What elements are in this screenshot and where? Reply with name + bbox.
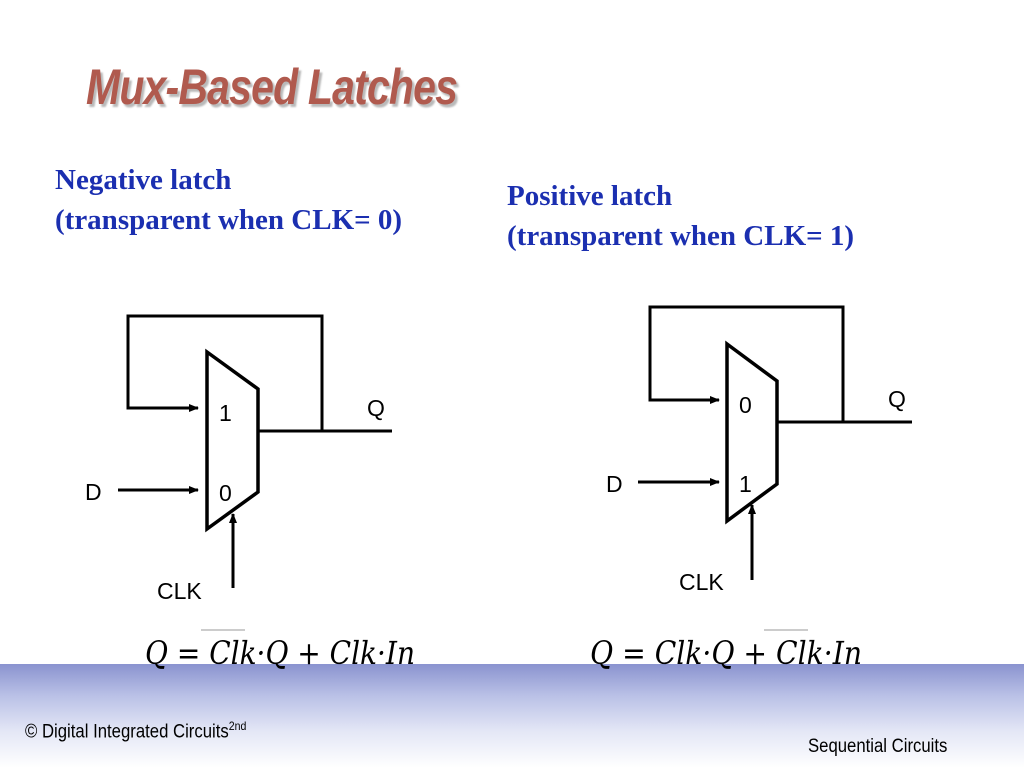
negative-feedback-wire: [126, 314, 324, 431]
negative-d-label: D: [85, 479, 102, 505]
footer-band: [0, 664, 1024, 768]
positive-d-label: D: [606, 471, 623, 497]
positive-latch-caption-line2: (transparent when CLK= 1): [507, 220, 855, 252]
positive-mux-input-bottom-label: 1: [739, 471, 752, 497]
negative-mux-input-top-label: 1: [219, 400, 232, 426]
negative-mux: [205, 348, 260, 533]
negative-mux-input-bottom-label: 0: [219, 480, 232, 506]
positive-latch-equation: Q = Clk·Q + Clk·In: [590, 634, 862, 672]
positive-latch-circuit: 0 1 D Q CLK Q = Clk·Q + Clk·In: [590, 305, 912, 672]
negative-latch-equation: Q = Clk·Q + Clk·In: [145, 634, 415, 672]
negative-latch-caption-line1: Negative latch: [55, 164, 232, 196]
positive-feedback-wire: [648, 305, 845, 422]
footer-edition-superscript: 2nd: [228, 719, 247, 733]
positive-latch-caption: Positive latch (transparent when CLK= 1): [507, 176, 854, 256]
footer-chapter-title: Sequential Circuits: [808, 736, 948, 757]
slide-title: Mux-Based Latches: [86, 59, 458, 115]
positive-q-label: Q: [888, 386, 906, 412]
positive-mux: [725, 340, 779, 525]
positive-clk-label: CLK: [679, 569, 724, 595]
negative-latch-caption: Negative latch (transparent when CLK= 0): [55, 160, 402, 240]
negative-latch-caption-line2: (transparent when CLK= 0): [55, 204, 403, 236]
negative-clk-label: CLK: [157, 578, 202, 604]
negative-latch-circuit: 1 0 D Q CLK Q = Clk·Q + Clk·In: [85, 314, 415, 672]
positive-latch-caption-line1: Positive latch: [507, 180, 673, 212]
positive-mux-input-top-label: 0: [739, 392, 752, 418]
footer-course-title-text: © Digital Integrated Circuits: [25, 721, 229, 743]
footer-course-title: © Digital Integrated Circuits2nd: [25, 719, 246, 743]
negative-q-label: Q: [367, 395, 385, 421]
